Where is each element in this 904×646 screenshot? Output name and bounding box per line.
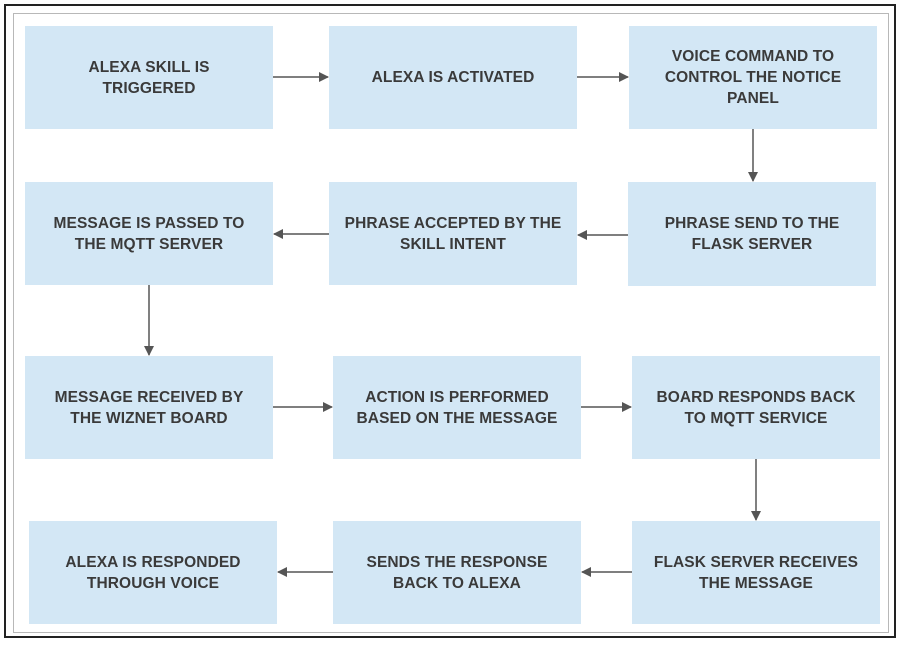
node-label: MESSAGE IS PASSED TO THE MQTT SERVER	[53, 214, 245, 253]
diagram-inner-border	[13, 13, 889, 633]
node-label: ALEXA SKILL IS TRIGGERED	[88, 58, 210, 97]
node-label: ALEXA IS ACTIVATED	[371, 69, 535, 86]
node-label: PHRASE SEND TO THE FLASK SERVER	[664, 215, 840, 253]
node-label: VOICE COMMAND TO CONTROL THE NOTICE PANE…	[664, 48, 842, 107]
node-label: BOARD RESPONDS BACK TO MQTT SERVICE	[656, 388, 856, 427]
node-label: PHRASE ACCEPTED BY THE SKILL INTENT	[344, 214, 562, 253]
node-voice-command: VOICE COMMAND TO CONTROL THE NOTICE PANE…	[629, 26, 877, 129]
node-label: SENDS THE RESPONSE BACK TO ALEXA	[366, 553, 548, 592]
node-label: FLASK SERVER RECEIVES THE MESSAGE	[653, 553, 859, 592]
node-message-received-wiznet: MESSAGE RECEIVED BY THE WIZNET BOARD	[25, 356, 273, 459]
node-flask-receives: FLASK SERVER RECEIVES THE MESSAGE	[632, 521, 880, 624]
node-alexa-responded: ALEXA IS RESPONDED THROUGH VOICE	[29, 521, 277, 624]
node-board-responds: BOARD RESPONDS BACK TO MQTT SERVICE	[632, 356, 880, 459]
node-phrase-accepted: PHRASE ACCEPTED BY THE SKILL INTENT	[329, 182, 577, 285]
node-label: ACTION IS PERFORMED BASED ON THE MESSAGE	[356, 388, 558, 427]
node-action-performed: ACTION IS PERFORMED BASED ON THE MESSAGE	[333, 356, 581, 459]
node-alexa-activated: ALEXA IS ACTIVATED	[329, 26, 577, 129]
node-label: MESSAGE RECEIVED BY THE WIZNET BOARD	[54, 388, 244, 427]
node-sends-response: SENDS THE RESPONSE BACK TO ALEXA	[333, 521, 581, 624]
node-alexa-skill-triggered: ALEXA SKILL IS TRIGGERED	[25, 26, 273, 129]
node-message-passed-mqtt: MESSAGE IS PASSED TO THE MQTT SERVER	[25, 182, 273, 285]
node-phrase-send-flask: PHRASE SEND TO THE FLASK SERVER	[628, 182, 876, 286]
node-label: ALEXA IS RESPONDED THROUGH VOICE	[65, 553, 241, 592]
